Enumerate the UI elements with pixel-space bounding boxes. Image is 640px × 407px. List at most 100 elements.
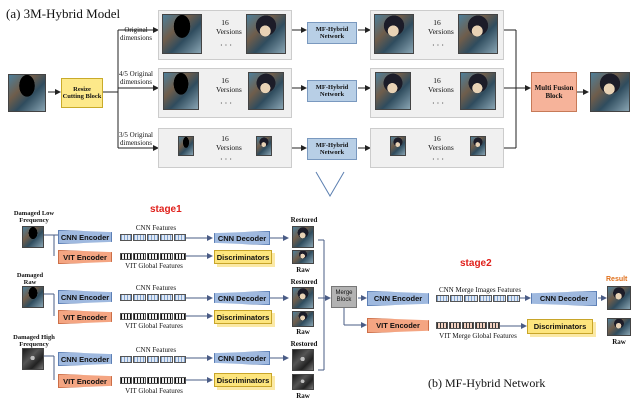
stage2-raw-image xyxy=(607,318,631,336)
branch-3-output-image xyxy=(390,136,406,156)
branch-1-dots: · · · xyxy=(220,41,232,50)
stage2-discriminators: Discriminators xyxy=(527,319,593,334)
branch-2-output-dots: · · · xyxy=(432,99,444,108)
branch-2-versions: 16 Versions xyxy=(216,76,242,94)
stage1-title: stage1 xyxy=(150,204,182,215)
row-1-input-label: Damaged Low Frequency xyxy=(13,210,55,224)
row-3-vit-encoder: VIT Encoder xyxy=(58,374,112,388)
row-1-vit-encoder: VIT Encoder xyxy=(58,250,112,264)
branch-2-dots: · · · xyxy=(220,99,232,108)
row-3-cnn-encoder: CNN Encoder xyxy=(58,352,112,366)
merge-block-label: Merge Block xyxy=(335,290,353,303)
merge-block: Merge Block xyxy=(331,286,357,308)
row-3-cnn-features-strip xyxy=(120,356,187,363)
row-1-cnn-features-strip xyxy=(120,234,187,241)
branch-2-output-image xyxy=(375,72,411,110)
row-3-cnn-features-label: CNN Features xyxy=(135,346,177,354)
row-2-vit-encoder: VIT Encoder xyxy=(58,310,112,324)
row-2-restored-label: Restored xyxy=(290,278,318,286)
mf-hybrid-network-3: MF-Hybrid Network xyxy=(307,138,357,160)
row-3-restored-image xyxy=(292,349,314,371)
row-2-input-label: Damaged Raw xyxy=(16,272,44,286)
row-1-cnn-encoder: CNN Encoder xyxy=(58,230,112,244)
branch-1-dimension: Original dimensions xyxy=(120,26,152,42)
row-3-vit-features-label: VIT Global Features xyxy=(125,387,183,395)
model-title: (a) 3M-Hybrid Model xyxy=(6,6,121,21)
row-1-raw-image xyxy=(292,250,314,264)
row-1-cnn-features-label: CNN Features xyxy=(135,224,177,232)
branch-3-output-image-b xyxy=(470,136,486,156)
row-3-input-label: Damaged High Frequency xyxy=(13,334,55,348)
branch-1-output-versions: 16 Versions xyxy=(428,18,454,36)
mf-hybrid-network-1-label: MF-Hybrid Network xyxy=(315,26,349,40)
stage2-cnn-merge-label: CNN Merge Images Features xyxy=(438,286,522,294)
row-2-cnn-features-label: CNN Features xyxy=(135,284,177,292)
row-2-cnn-features-strip xyxy=(120,294,187,301)
row-1-restored-label: Restored xyxy=(290,216,318,224)
stage2-vit-merge-strip xyxy=(436,322,500,329)
branch-3-output-dots: · · · xyxy=(432,155,444,164)
resize-cutting-block: Resize Cutting Block xyxy=(61,78,103,108)
branch-3-image xyxy=(178,136,194,156)
row-2-cnn-decoder: CNN Decoder xyxy=(214,291,270,305)
row-1-discriminators: Discriminators xyxy=(214,250,272,264)
row-3-raw-label: Raw xyxy=(296,392,310,400)
row-2-vit-features-strip xyxy=(120,313,187,320)
branch-3-image-b xyxy=(256,136,272,156)
input-image xyxy=(8,74,46,112)
row-1-vit-features-label: VIT Global Features xyxy=(125,262,183,270)
stage2-vit-encoder: VIT Encoder xyxy=(367,318,429,333)
row-3-restored-label: Restored xyxy=(290,340,318,348)
row-3-raw-image xyxy=(292,374,314,390)
row-3-vit-features-strip xyxy=(120,377,187,384)
row-2-raw-image xyxy=(292,311,314,327)
branch-2-dimension: 4/5 Original dimensions xyxy=(118,70,154,86)
row-2-restored-image xyxy=(292,287,314,309)
stage2-cnn-decoder: CNN Decoder xyxy=(531,291,597,306)
row-1-restored-image xyxy=(292,226,314,248)
row-1-vit-features-strip xyxy=(120,253,187,260)
multi-fusion-label: Multi Fusion Block xyxy=(534,84,574,100)
result-label: Result xyxy=(606,276,628,283)
row-2-discriminators: Discriminators xyxy=(214,310,272,324)
branch-1-output-image-b xyxy=(458,14,498,54)
row-2-raw-label: Raw xyxy=(296,328,310,336)
mf-hybrid-network-3-label: MF-Hybrid Network xyxy=(315,142,349,156)
mf-hybrid-network-1: MF-Hybrid Network xyxy=(307,22,357,44)
stage2-cnn-merge-strip xyxy=(436,295,521,302)
mf-hybrid-caption: (b) MF-Hybrid Network xyxy=(428,376,546,390)
stage2-vit-merge-label: VIT Merge Global Features xyxy=(439,332,517,340)
row-3-input-image xyxy=(22,348,44,370)
result-image xyxy=(607,286,631,310)
mf-hybrid-network-2: MF-Hybrid Network xyxy=(307,80,357,102)
branch-3-versions: 16 Versions xyxy=(216,134,242,152)
row-3-cnn-decoder: CNN Decoder xyxy=(214,351,270,365)
stage2-title: stage2 xyxy=(460,258,492,269)
branch-1-output-dots: · · · xyxy=(432,41,444,50)
row-1-raw-label: Raw xyxy=(296,266,310,274)
stage2-raw-label: Raw xyxy=(612,338,626,346)
row-3-discriminators: Discriminators xyxy=(214,373,272,387)
branch-1-output-image xyxy=(374,14,414,54)
row-2-vit-features-label: VIT Global Features xyxy=(125,322,183,330)
resize-cutting-label: Resize Cutting Block xyxy=(62,86,102,100)
row-2-input-image xyxy=(22,286,44,308)
branch-3-dots: · · · xyxy=(220,155,232,164)
stage2-cnn-encoder: CNN Encoder xyxy=(367,291,429,306)
branch-1-versions: 16 Versions xyxy=(216,18,242,36)
multi-fusion-block: Multi Fusion Block xyxy=(531,72,577,112)
mf-hybrid-network-2-label: MF-Hybrid Network xyxy=(315,84,349,98)
row-2-cnn-encoder: CNN Encoder xyxy=(58,290,112,304)
branch-3-dimension: 3/5 Original dimensions xyxy=(118,131,154,147)
branch-1-grid-image-b xyxy=(246,14,286,54)
branch-2-grid-image xyxy=(163,72,199,110)
branch-2-output-versions: 16 Versions xyxy=(428,76,454,94)
row-1-cnn-decoder: CNN Decoder xyxy=(214,231,270,245)
branch-1-grid-image xyxy=(162,14,202,54)
output-image xyxy=(590,72,630,112)
branch-2-grid-image-b xyxy=(248,72,284,110)
branch-2-output-image-b xyxy=(460,72,496,110)
row-1-input-image xyxy=(22,226,44,248)
branch-3-output-versions: 16 Versions xyxy=(428,134,454,152)
